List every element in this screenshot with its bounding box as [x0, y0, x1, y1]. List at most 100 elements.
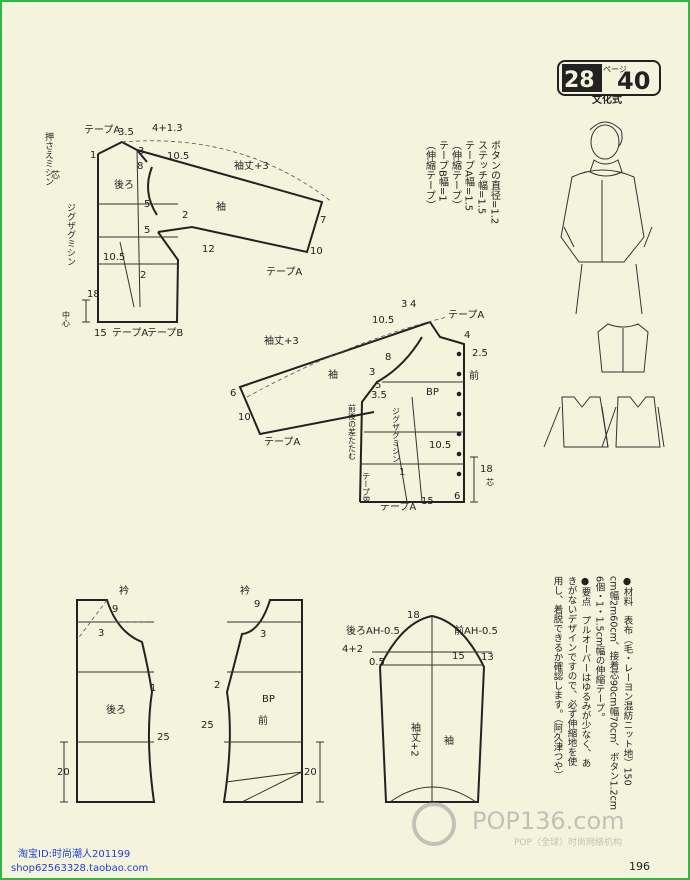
- d2-label: 前: [469, 369, 479, 382]
- d5-label: 13: [481, 652, 494, 663]
- watermark-subtitle: POP（全球）时尚网络机构: [514, 836, 622, 848]
- badge-number-1: 28: [564, 68, 595, 93]
- d1-label: 10.5: [167, 151, 189, 162]
- vertical-note-line: ステッチ幅=1.5: [476, 140, 488, 214]
- flat-sketch-cardigan: [597, 323, 649, 373]
- d2-label: テープB: [362, 472, 371, 502]
- d1-label: 5: [144, 225, 150, 236]
- d2-label: 10.5: [429, 440, 451, 451]
- d1-label: 8: [137, 161, 143, 172]
- d4-label: 25: [201, 720, 214, 731]
- d2-label: 袖丈+3: [264, 334, 299, 347]
- d2-label: 芯: [486, 477, 495, 486]
- d5-label: 後ろAH-0.5: [346, 624, 400, 637]
- materials-note-line: ●要点 プルオーバーはゆるみが少なく、あ: [580, 576, 592, 768]
- d2-label: テープA: [448, 309, 484, 321]
- d5-label: 前AH-0.5: [454, 624, 498, 637]
- d1-label: 中心: [62, 310, 71, 327]
- d1-label: 3: [138, 146, 144, 157]
- d1-label: 芯: [49, 169, 60, 179]
- d1-label: テープA: [266, 266, 302, 278]
- watermark: POP136.com POP（全球）时尚网络机构: [412, 802, 625, 848]
- diagram-back-raglan: [82, 140, 333, 323]
- materials-note-line: きがないデザインですので、必ず伸縮地を使: [566, 576, 578, 767]
- d5-label: 袖丈+2: [409, 721, 421, 757]
- d5-label: 0.5: [369, 657, 385, 668]
- d1-label: 4+1.3: [152, 123, 183, 134]
- d5-label: 18: [407, 610, 420, 621]
- shop-id: 淘宝ID:时尚潮人201199: [18, 847, 130, 860]
- diagram-5-labels: 18 後ろAH-0.5 前AH-0.5 4+2 0.5 15 13 袖丈+2 袖: [342, 610, 498, 757]
- d3-label: 9: [112, 604, 118, 615]
- d4-label: 3: [260, 629, 266, 640]
- vertical-note-line: （伸縮テープ）: [450, 140, 462, 210]
- d1-label: 押さえミシン: [43, 131, 54, 186]
- d2-label: 3: [401, 299, 407, 310]
- d1-label: 12: [202, 244, 215, 255]
- vertical-note-line: （伸縮テープ）: [424, 140, 436, 210]
- d1-label: ジグザグミシン: [65, 203, 76, 266]
- d2-label: 1: [399, 467, 405, 478]
- d2-label: 5: [375, 380, 381, 391]
- materials-note-line: cm幅2m60cm、接着芯90cm幅70cm、ボタン1.2cm: [608, 576, 620, 810]
- d4-label: 前: [258, 714, 268, 727]
- d2-label: 8: [385, 352, 391, 363]
- vertical-notes: ボタンの直径=1.2ステッチ幅=1.5テープA幅=1.5（伸縮テープ）テープB幅…: [424, 140, 501, 224]
- materials-note-line: ●材料 表布（毛・レーヨン混紡ニット地）150: [622, 576, 634, 786]
- d1-label: テープA: [84, 124, 120, 136]
- d2-label: 6: [454, 491, 460, 502]
- d1-label: 袖丈+3: [234, 159, 269, 172]
- d3-label: 1: [150, 683, 156, 694]
- diagram-front-raglan: [238, 316, 478, 503]
- d2-label: BP: [426, 387, 439, 398]
- d1-label: 後ろ: [114, 178, 134, 191]
- d1-label: 5: [144, 199, 150, 210]
- watermark-logo: POP136.com: [472, 807, 625, 835]
- d2-label: 前後の差たたむ: [348, 403, 357, 460]
- vertical-note-line: テープB幅=1: [437, 140, 449, 202]
- d2-label: 3: [369, 367, 375, 378]
- vertical-note-line: テープA幅=1.5: [463, 140, 475, 211]
- d1-label: 18: [87, 289, 100, 300]
- d3-label: 衿: [119, 584, 129, 597]
- d1-label: 3.5: [118, 127, 134, 138]
- d2-label: テープA: [264, 436, 300, 448]
- d4-label: 衿: [240, 584, 250, 597]
- d1-label: テープB: [147, 327, 183, 339]
- d1-label: テープA: [112, 327, 148, 339]
- d3-label: 3: [98, 628, 104, 639]
- d1-label: 15: [94, 328, 107, 339]
- d2-label: 4: [464, 330, 470, 341]
- materials-note-line: 用し、着脱できるか確認します。（阿久津つや）: [552, 576, 564, 780]
- shop-url: shop62563328.taobao.com: [11, 863, 148, 874]
- vertical-note-line: ボタンの直径=1.2: [489, 140, 501, 224]
- d5-label: 袖: [444, 734, 454, 747]
- button-markers: [456, 351, 462, 477]
- d1-label: 7: [320, 215, 326, 226]
- d4-label: 20: [304, 767, 317, 778]
- model-illustration: [560, 121, 653, 315]
- d2-label: 3.5: [371, 390, 387, 401]
- d5-label: 4+2: [342, 644, 363, 655]
- d2-label: 18: [480, 464, 493, 475]
- d2-label: 4: [410, 299, 416, 310]
- materials-note-line: 6個・1・1.5cm幅の伸縮テープ。: [594, 576, 606, 722]
- d3-label: 20: [57, 767, 70, 778]
- d2-label: 袖: [328, 368, 338, 381]
- badge-kana: ページ: [603, 65, 627, 74]
- d4-label: 9: [254, 599, 260, 610]
- diagram-front-bodice: [222, 599, 324, 803]
- d5-label: 15: [452, 651, 465, 662]
- d2-label: 10: [238, 412, 251, 423]
- flat-sketch-back: [543, 396, 609, 448]
- diagram-back-bodice: [60, 599, 156, 803]
- d1-label: 袖: [216, 200, 226, 213]
- flat-sketch-front: [601, 396, 665, 448]
- style-label: 文化式: [592, 93, 622, 106]
